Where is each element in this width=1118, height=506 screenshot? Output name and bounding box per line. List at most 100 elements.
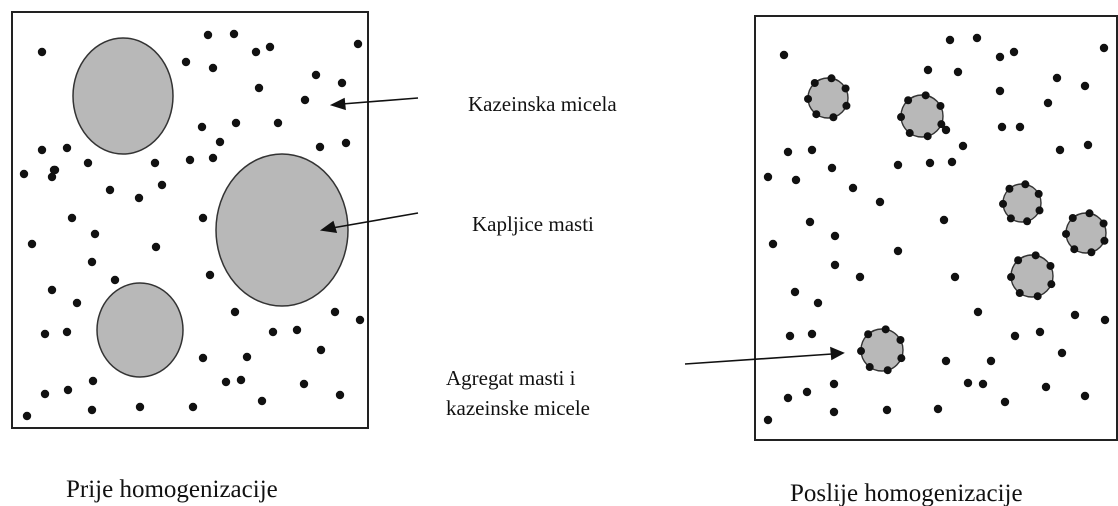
casein-micelle bbox=[1009, 47, 1019, 57]
casein-micelle bbox=[897, 354, 906, 363]
casein-micelle bbox=[311, 70, 321, 80]
casein-micelle bbox=[230, 307, 240, 317]
casein-micelle bbox=[986, 356, 996, 366]
casein-micelle bbox=[941, 125, 951, 135]
casein-micelle bbox=[1005, 184, 1014, 193]
casein-micelle bbox=[933, 404, 943, 414]
casein-micelle bbox=[135, 402, 145, 412]
casein-micelle bbox=[1099, 219, 1108, 228]
casein-micelle bbox=[897, 113, 906, 122]
casein-micelle bbox=[829, 379, 839, 389]
annotation-arrows bbox=[319, 97, 845, 365]
casein-micelle bbox=[1052, 73, 1062, 83]
casein-micelle bbox=[1007, 273, 1016, 282]
casein-micelle bbox=[893, 246, 903, 256]
casein-micelle bbox=[848, 183, 858, 193]
casein-micelle bbox=[896, 335, 905, 344]
casein-micelle bbox=[273, 118, 283, 128]
casein-micelle bbox=[905, 129, 914, 138]
casein-micelle bbox=[802, 387, 812, 397]
casein-micelle bbox=[830, 260, 840, 270]
casein-micelle bbox=[251, 47, 261, 57]
casein-micelle bbox=[812, 110, 821, 119]
casein-micelle bbox=[1055, 145, 1065, 155]
casein-micelle bbox=[341, 138, 351, 148]
casein-micelle bbox=[995, 52, 1005, 62]
casein-micelle bbox=[1015, 289, 1024, 298]
casein-micelle bbox=[830, 231, 840, 241]
casein-micelle bbox=[215, 137, 225, 147]
casein-micelle bbox=[1041, 382, 1051, 392]
casein-micelle bbox=[1035, 327, 1045, 337]
caption-before: Prije homogenizacije bbox=[66, 476, 278, 503]
casein-micelle bbox=[265, 42, 275, 52]
casein-micelle bbox=[763, 415, 773, 425]
casein-micelle bbox=[1047, 280, 1056, 289]
casein-micelle bbox=[62, 327, 72, 337]
casein-micelle bbox=[1070, 310, 1080, 320]
casein-micelle bbox=[185, 155, 195, 165]
casein-micelle bbox=[27, 239, 37, 249]
casein-micelle bbox=[316, 345, 326, 355]
casein-micelle bbox=[1006, 214, 1015, 223]
casein-micelles-after bbox=[763, 33, 1110, 425]
casein-micelle bbox=[1099, 43, 1109, 53]
casein-micelles-before bbox=[19, 29, 365, 421]
casein-micelle bbox=[1035, 206, 1044, 215]
casein-micelle bbox=[1085, 209, 1094, 218]
arrow-casein-micelle bbox=[341, 97, 419, 105]
casein-micelle bbox=[257, 396, 267, 406]
casein-micelle bbox=[1080, 391, 1090, 401]
casein-micelle bbox=[805, 217, 815, 227]
casein-micelle bbox=[1100, 236, 1109, 245]
casein-micelle bbox=[1023, 217, 1032, 226]
casein-micelle bbox=[315, 142, 325, 152]
panel-after bbox=[754, 15, 1118, 441]
casein-micelle bbox=[188, 402, 198, 412]
casein-micelle bbox=[779, 50, 789, 60]
casein-micelle bbox=[335, 390, 345, 400]
casein-micelle bbox=[973, 307, 983, 317]
casein-micelle bbox=[763, 172, 773, 182]
casein-micelle bbox=[842, 101, 851, 110]
panel-before bbox=[11, 11, 369, 429]
arrow-aggregate bbox=[684, 353, 833, 365]
casein-micelle bbox=[939, 215, 949, 225]
casein-micelle bbox=[864, 330, 873, 339]
casein-micelle bbox=[87, 257, 97, 267]
casein-micelle bbox=[875, 197, 885, 207]
casein-micelle bbox=[813, 298, 823, 308]
casein-micelle bbox=[62, 143, 72, 153]
arrowhead bbox=[830, 346, 845, 361]
casein-micelle bbox=[783, 393, 793, 403]
casein-micelle bbox=[1062, 229, 1071, 238]
casein-micelle bbox=[810, 78, 819, 87]
casein-micelle bbox=[1070, 245, 1079, 254]
label-casein-micelle: Kazeinska micela bbox=[468, 92, 617, 116]
casein-micelle bbox=[945, 35, 955, 45]
casein-micelle bbox=[857, 347, 866, 356]
arrow-fat-droplets bbox=[331, 212, 419, 229]
casein-micelle bbox=[807, 145, 817, 155]
casein-micelle bbox=[90, 229, 100, 239]
casein-micelle bbox=[923, 65, 933, 75]
casein-micelle bbox=[221, 377, 231, 387]
casein-micelle bbox=[1014, 256, 1023, 265]
casein-micelle bbox=[37, 47, 47, 57]
panel-after-frame bbox=[754, 15, 1118, 441]
casein-micelle bbox=[40, 389, 50, 399]
casein-micelle bbox=[300, 95, 310, 105]
casein-micelle bbox=[208, 153, 218, 163]
casein-micelle bbox=[268, 327, 278, 337]
casein-micelle bbox=[1080, 81, 1090, 91]
casein-micelle bbox=[958, 141, 968, 151]
casein-micelle bbox=[337, 78, 347, 88]
casein-micelle bbox=[355, 315, 365, 325]
fat-droplet-large bbox=[96, 282, 184, 378]
casein-micelle bbox=[19, 169, 29, 179]
casein-micelle bbox=[841, 84, 850, 93]
casein-micelle bbox=[87, 405, 97, 415]
casein-micelle bbox=[790, 287, 800, 297]
casein-micelle bbox=[231, 118, 241, 128]
